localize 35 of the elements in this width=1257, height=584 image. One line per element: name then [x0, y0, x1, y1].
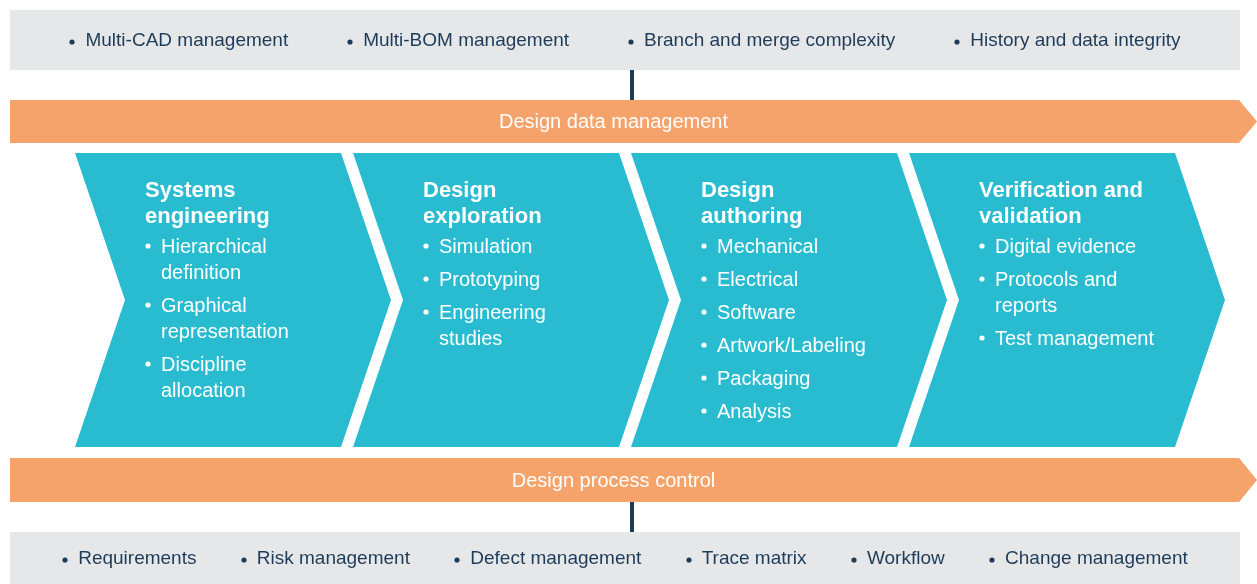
list-item: Analysis: [717, 399, 792, 424]
list-item: Prototyping: [439, 267, 541, 292]
list-item: Risk management: [256, 547, 410, 569]
list-item: Requirements: [78, 547, 197, 569]
list-item: Multi-BOM management: [363, 29, 570, 51]
list-item: Test management: [995, 326, 1154, 351]
connector-line: [630, 70, 634, 100]
list-item: Branch and merge complexity: [644, 29, 896, 51]
chevron-heading: Design authoring: [701, 177, 804, 229]
list-item: Digital evidence: [995, 234, 1137, 259]
info-band: [10, 532, 1240, 584]
chevron-heading: Verification and validation: [979, 177, 1144, 229]
list-item: Change management: [1005, 547, 1188, 569]
band-label: Design data management: [498, 110, 728, 133]
list-item: Engineering studies: [439, 300, 547, 351]
chevron-heading: Systems engineering: [145, 177, 271, 229]
list-item: Multi-CAD management: [85, 29, 289, 51]
list-item: Discipline allocation: [161, 352, 248, 403]
info-band: [10, 10, 1240, 70]
list-item: Hierarchical definition: [161, 234, 268, 285]
list-item: Protocols and reports: [995, 267, 1119, 318]
list-item: Simulation: [439, 234, 533, 259]
list-item: Electrical: [717, 267, 799, 292]
connector-line: [630, 502, 634, 532]
list-item: Graphical representation: [161, 293, 290, 344]
list-item: Mechanical: [717, 234, 819, 259]
band-label: Design process control: [511, 468, 716, 492]
list-item: Trace matrix: [701, 547, 807, 569]
list-item: Defect management: [470, 547, 642, 569]
list-item: Artwork/Labeling: [717, 333, 866, 358]
list-item: Packaging: [717, 366, 811, 391]
list-item: Workflow: [866, 547, 945, 569]
list-item: Software: [717, 300, 796, 325]
list-item: History and data integrity: [970, 29, 1181, 51]
chevron-heading: Design exploration: [423, 177, 543, 229]
